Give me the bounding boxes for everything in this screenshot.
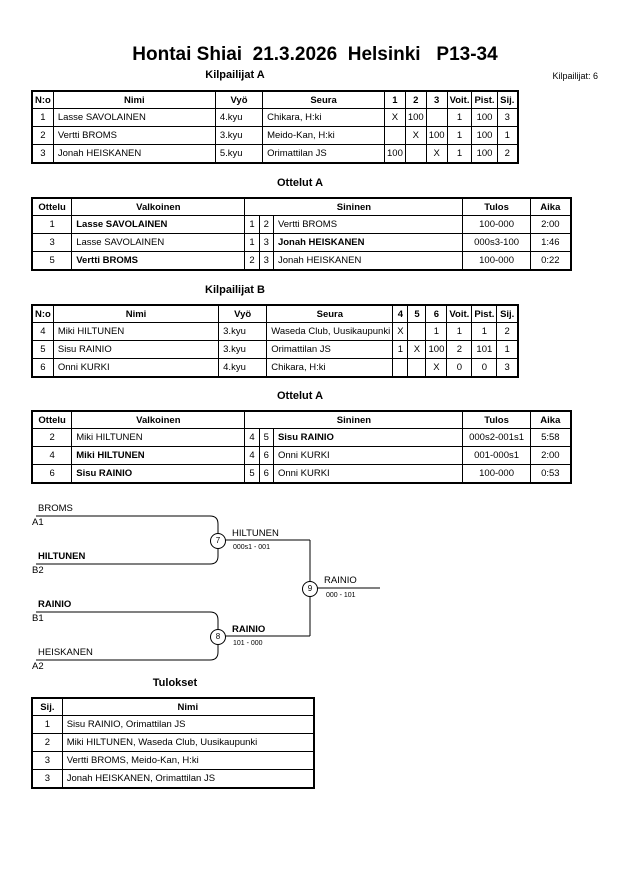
- table-cell: 5.kyu: [214, 144, 264, 164]
- table-cell: 2: [31, 126, 54, 145]
- blue-number: 6: [258, 446, 274, 465]
- bracket-match-7: 7: [210, 533, 226, 549]
- competitor-name: Miki HILTUNEN, Waseda Club, Uusikaupunki: [61, 733, 315, 752]
- matches-b-title: Ottelut A: [276, 390, 324, 402]
- bracket-semi2-top-seed: B1: [32, 613, 44, 624]
- table-cell: 1: [392, 340, 409, 359]
- bracket-semi2-bottom-name: HEISKANEN: [38, 647, 93, 658]
- table-cell: 1: [496, 126, 519, 145]
- table-cell: 3: [496, 358, 519, 378]
- bracket-final-winner: RAINIO: [324, 575, 357, 586]
- match-result: 100-000: [462, 464, 531, 484]
- table-cell: [407, 358, 427, 378]
- table-cell: 3.kyu: [218, 340, 268, 359]
- bracket-semi2-score: 101 - 000: [233, 640, 263, 647]
- table-cell: Chikara, H:ki: [266, 358, 394, 378]
- match-time: 2:00: [529, 446, 572, 465]
- table-cell: 100: [471, 144, 498, 164]
- match-time: 0:22: [529, 251, 572, 271]
- bracket-semi2-winner: RAINIO: [232, 624, 266, 635]
- match-time: 0:53: [529, 464, 572, 484]
- table-cell: 2: [496, 322, 519, 341]
- blue-number: 3: [258, 233, 274, 252]
- competitor-name: Jonah HEISKANEN, Orimattilan JS: [61, 769, 315, 789]
- competitor-name: Vertti BROMS, Meido-Kan, H:ki: [61, 751, 315, 770]
- table-header-row: Sij.Nimi: [31, 697, 315, 716]
- table-cell: Sisu RAINIO: [52, 340, 220, 359]
- match-result: 100-000: [462, 251, 531, 271]
- competitor-name: Sisu RAINIO, Orimattilan JS: [61, 715, 315, 734]
- results-title: Tulokset: [152, 677, 198, 689]
- bracket-semi1-bottom-seed: B2: [32, 565, 44, 576]
- table-cell: 3: [31, 144, 54, 164]
- table-cell: 1: [496, 340, 519, 359]
- placement: 1: [31, 715, 63, 734]
- placement: 2: [31, 733, 63, 752]
- bracket-semi1-top-seed: A1: [32, 517, 44, 528]
- table-cell: Orimattilan JS: [266, 340, 394, 359]
- matches-a-title: Ottelut A: [276, 177, 324, 189]
- bracket-final-score: 000 - 101: [326, 592, 356, 599]
- bracket-semi1-top-name: BROMS: [38, 503, 73, 514]
- bracket-semi1-bottom-name: HILTUNEN: [38, 551, 86, 562]
- bracket-semi2-top-name: RAINIO: [38, 599, 72, 610]
- blue-competitor: Jonah HEISKANEN: [272, 251, 464, 271]
- bracket-semi1-score: 000s1 - 001: [233, 544, 270, 551]
- bracket-semi2-bottom-seed: A2: [32, 661, 44, 672]
- match-time: 5:58: [529, 428, 572, 447]
- table-cell: X: [425, 144, 448, 164]
- blue-number: 3: [258, 251, 274, 271]
- table-cell: 3.kyu: [214, 126, 264, 145]
- column-header: Nimi: [61, 697, 315, 716]
- white-competitor: Vertti BROMS: [71, 251, 246, 271]
- match-time: 1:46: [529, 233, 572, 252]
- pool-a-title: Kilpailijat A: [205, 69, 265, 81]
- placement: 3: [31, 769, 63, 789]
- pool-b-title: Kilpailijat B: [205, 284, 265, 296]
- placement: 3: [31, 751, 63, 770]
- table-cell: 6: [31, 358, 54, 378]
- table-cell: 5: [31, 340, 54, 359]
- column-header: Sij.: [31, 697, 63, 716]
- column-header: Aika: [529, 197, 572, 216]
- column-header: Sij.: [496, 90, 519, 109]
- white-number: 2: [244, 251, 260, 271]
- table-cell: Onni KURKI: [52, 358, 220, 378]
- blue-number: 6: [258, 464, 274, 484]
- bracket-semi1-winner: HILTUNEN: [232, 528, 279, 539]
- match-number: 4: [31, 446, 73, 465]
- bracket-match-9: 9: [302, 581, 318, 597]
- table-cell: 100: [471, 126, 498, 145]
- match-result: 001-000s1: [462, 446, 531, 465]
- page-title: Hontai Shiai 21.3.2026 Helsinki P13-34: [132, 44, 498, 65]
- competitor-count: Kilpailijat: 6: [552, 71, 598, 81]
- bracket-match-8: 8: [210, 629, 226, 645]
- table-cell: 2: [496, 144, 519, 164]
- match-result: 000s3-100: [462, 233, 531, 252]
- table-cell: Orimattilan JS: [262, 144, 385, 164]
- table-cell: X: [407, 340, 427, 359]
- blue-competitor: Jonah HEISKANEN: [272, 233, 464, 252]
- table-cell: Meido-Kan, H:ki: [262, 126, 385, 145]
